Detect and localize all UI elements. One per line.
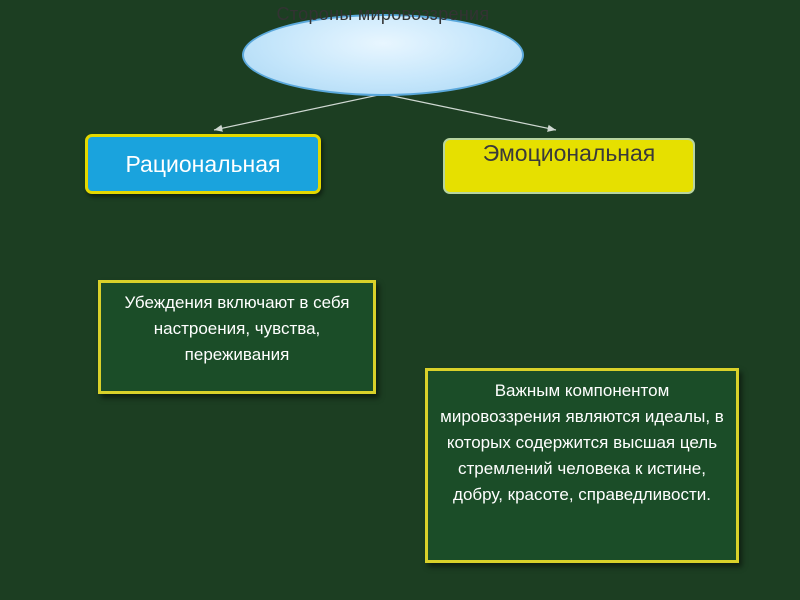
branch-rational: Рациональная (85, 134, 321, 194)
root-node-ellipse (242, 14, 524, 96)
arrow-to-rational (213, 93, 384, 132)
note-ideals-text: Важным компонентом мировоззрения являютс… (440, 381, 724, 504)
note-beliefs-text: Убеждения включают в себя настроения, чу… (124, 293, 350, 364)
note-ideals: Важным компонентом мировоззрения являютс… (425, 368, 739, 563)
branch-emotional: Эмоциональная (443, 138, 695, 194)
root-node-label: Стороны мировоззрения (276, 4, 490, 24)
note-beliefs: Убеждения включают в себя настроения, чу… (98, 280, 376, 394)
arrow-to-emotional (382, 93, 557, 132)
